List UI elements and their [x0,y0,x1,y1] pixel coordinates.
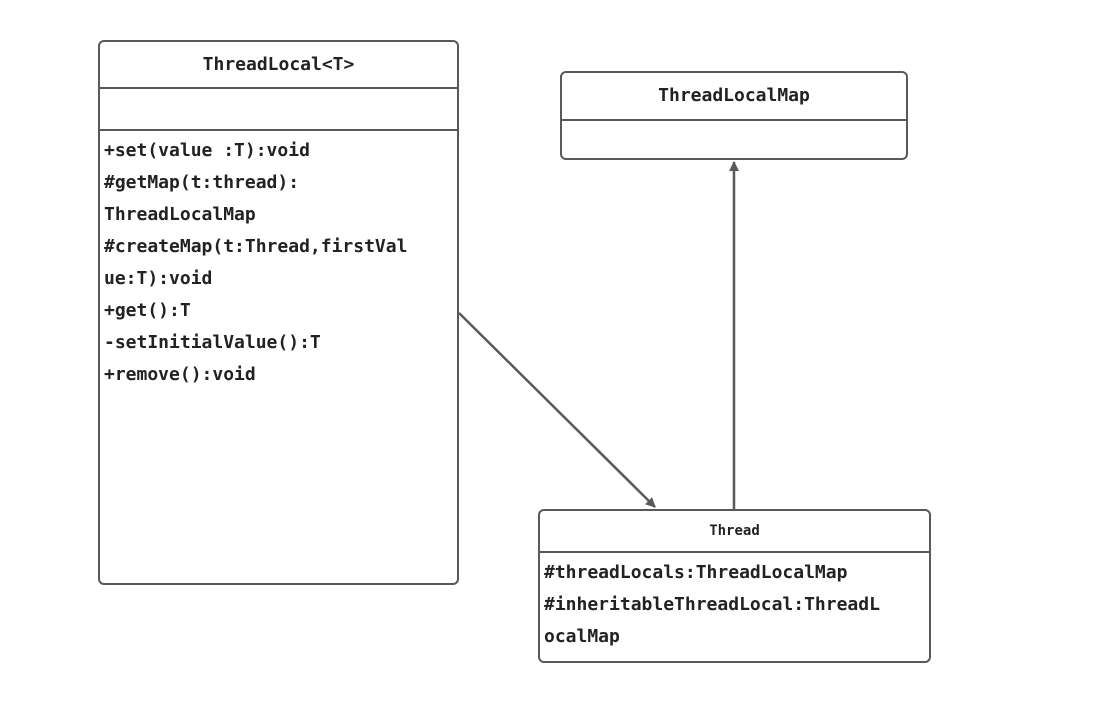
class-threadlocal-methods: +set(value :T):void #getMap(t:thread): T… [100,131,457,391]
attr-threadlocals: #threadLocals:ThreadLocalMap [544,562,848,583]
class-threadlocal-attributes [100,89,457,131]
class-thread[interactable]: Thread #threadLocals:ThreadLocalMap #inh… [538,509,931,663]
class-thread-attributes: #threadLocals:ThreadLocalMap #inheritabl… [540,553,929,653]
method-createmap: #createMap(t:Thread,firstVal [104,236,408,257]
class-threadlocalmap-title: ThreadLocalMap [562,73,906,121]
arrow-threadlocal-to-thread [458,312,656,508]
class-threadlocal[interactable]: ThreadLocal<T> +set(value :T):void #getM… [98,40,459,585]
class-threadlocal-title: ThreadLocal<T> [100,42,457,89]
attr-inheritablethreadlocal-cont: ocalMap [544,626,620,647]
method-getmap-return: ThreadLocalMap [104,204,256,225]
method-remove: +remove():void [104,364,256,385]
method-set: +set(value :T):void [104,140,310,161]
method-createmap-cont: ue:T):void [104,268,213,289]
class-thread-title: Thread [540,511,929,553]
attr-inheritablethreadlocal: #inheritableThreadLocal:ThreadL [544,594,880,615]
method-setinitialvalue: -setInitialValue():T [104,332,321,353]
method-getmap: #getMap(t:thread): [104,172,300,193]
method-get: +get():T [104,300,191,321]
class-threadlocalmap[interactable]: ThreadLocalMap [560,71,908,160]
